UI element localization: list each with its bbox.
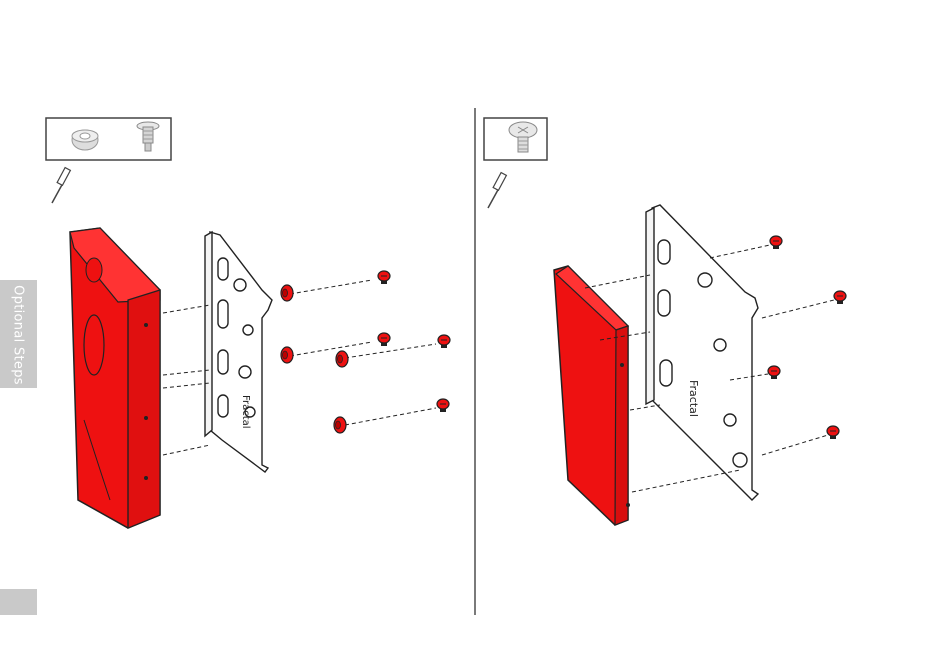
screwdriver-icon: [52, 168, 70, 203]
2.5-inch-drive: [554, 266, 630, 525]
left-guide-lines: [163, 280, 436, 455]
right-bracket: Fractal: [646, 205, 758, 500]
right-screw-2: [834, 291, 846, 304]
left-screw-2: [378, 333, 390, 346]
right-screw-1: [770, 236, 782, 249]
left-grommet-1: [281, 285, 293, 301]
left-screw-4: [437, 399, 449, 412]
3.5-inch-drive: [70, 228, 160, 528]
grommet-icon: [72, 130, 98, 150]
right-bracket-logo: Fractal: [687, 380, 700, 417]
left-grommet-4: [334, 417, 346, 433]
left-screw-1: [378, 271, 390, 284]
right-panel: Fractal: [484, 118, 846, 525]
left-grommet-3: [336, 351, 348, 367]
right-screw-3: [768, 366, 780, 379]
left-screw-3: [438, 335, 450, 348]
right-screw-4: [827, 426, 839, 439]
left-bracket: Fractal: [205, 232, 272, 472]
left-bracket-logo: Fractal: [240, 395, 251, 429]
screwdriver-icon: [488, 173, 506, 208]
left-panel: Fractal: [46, 118, 450, 528]
left-grommet-2: [281, 347, 293, 363]
